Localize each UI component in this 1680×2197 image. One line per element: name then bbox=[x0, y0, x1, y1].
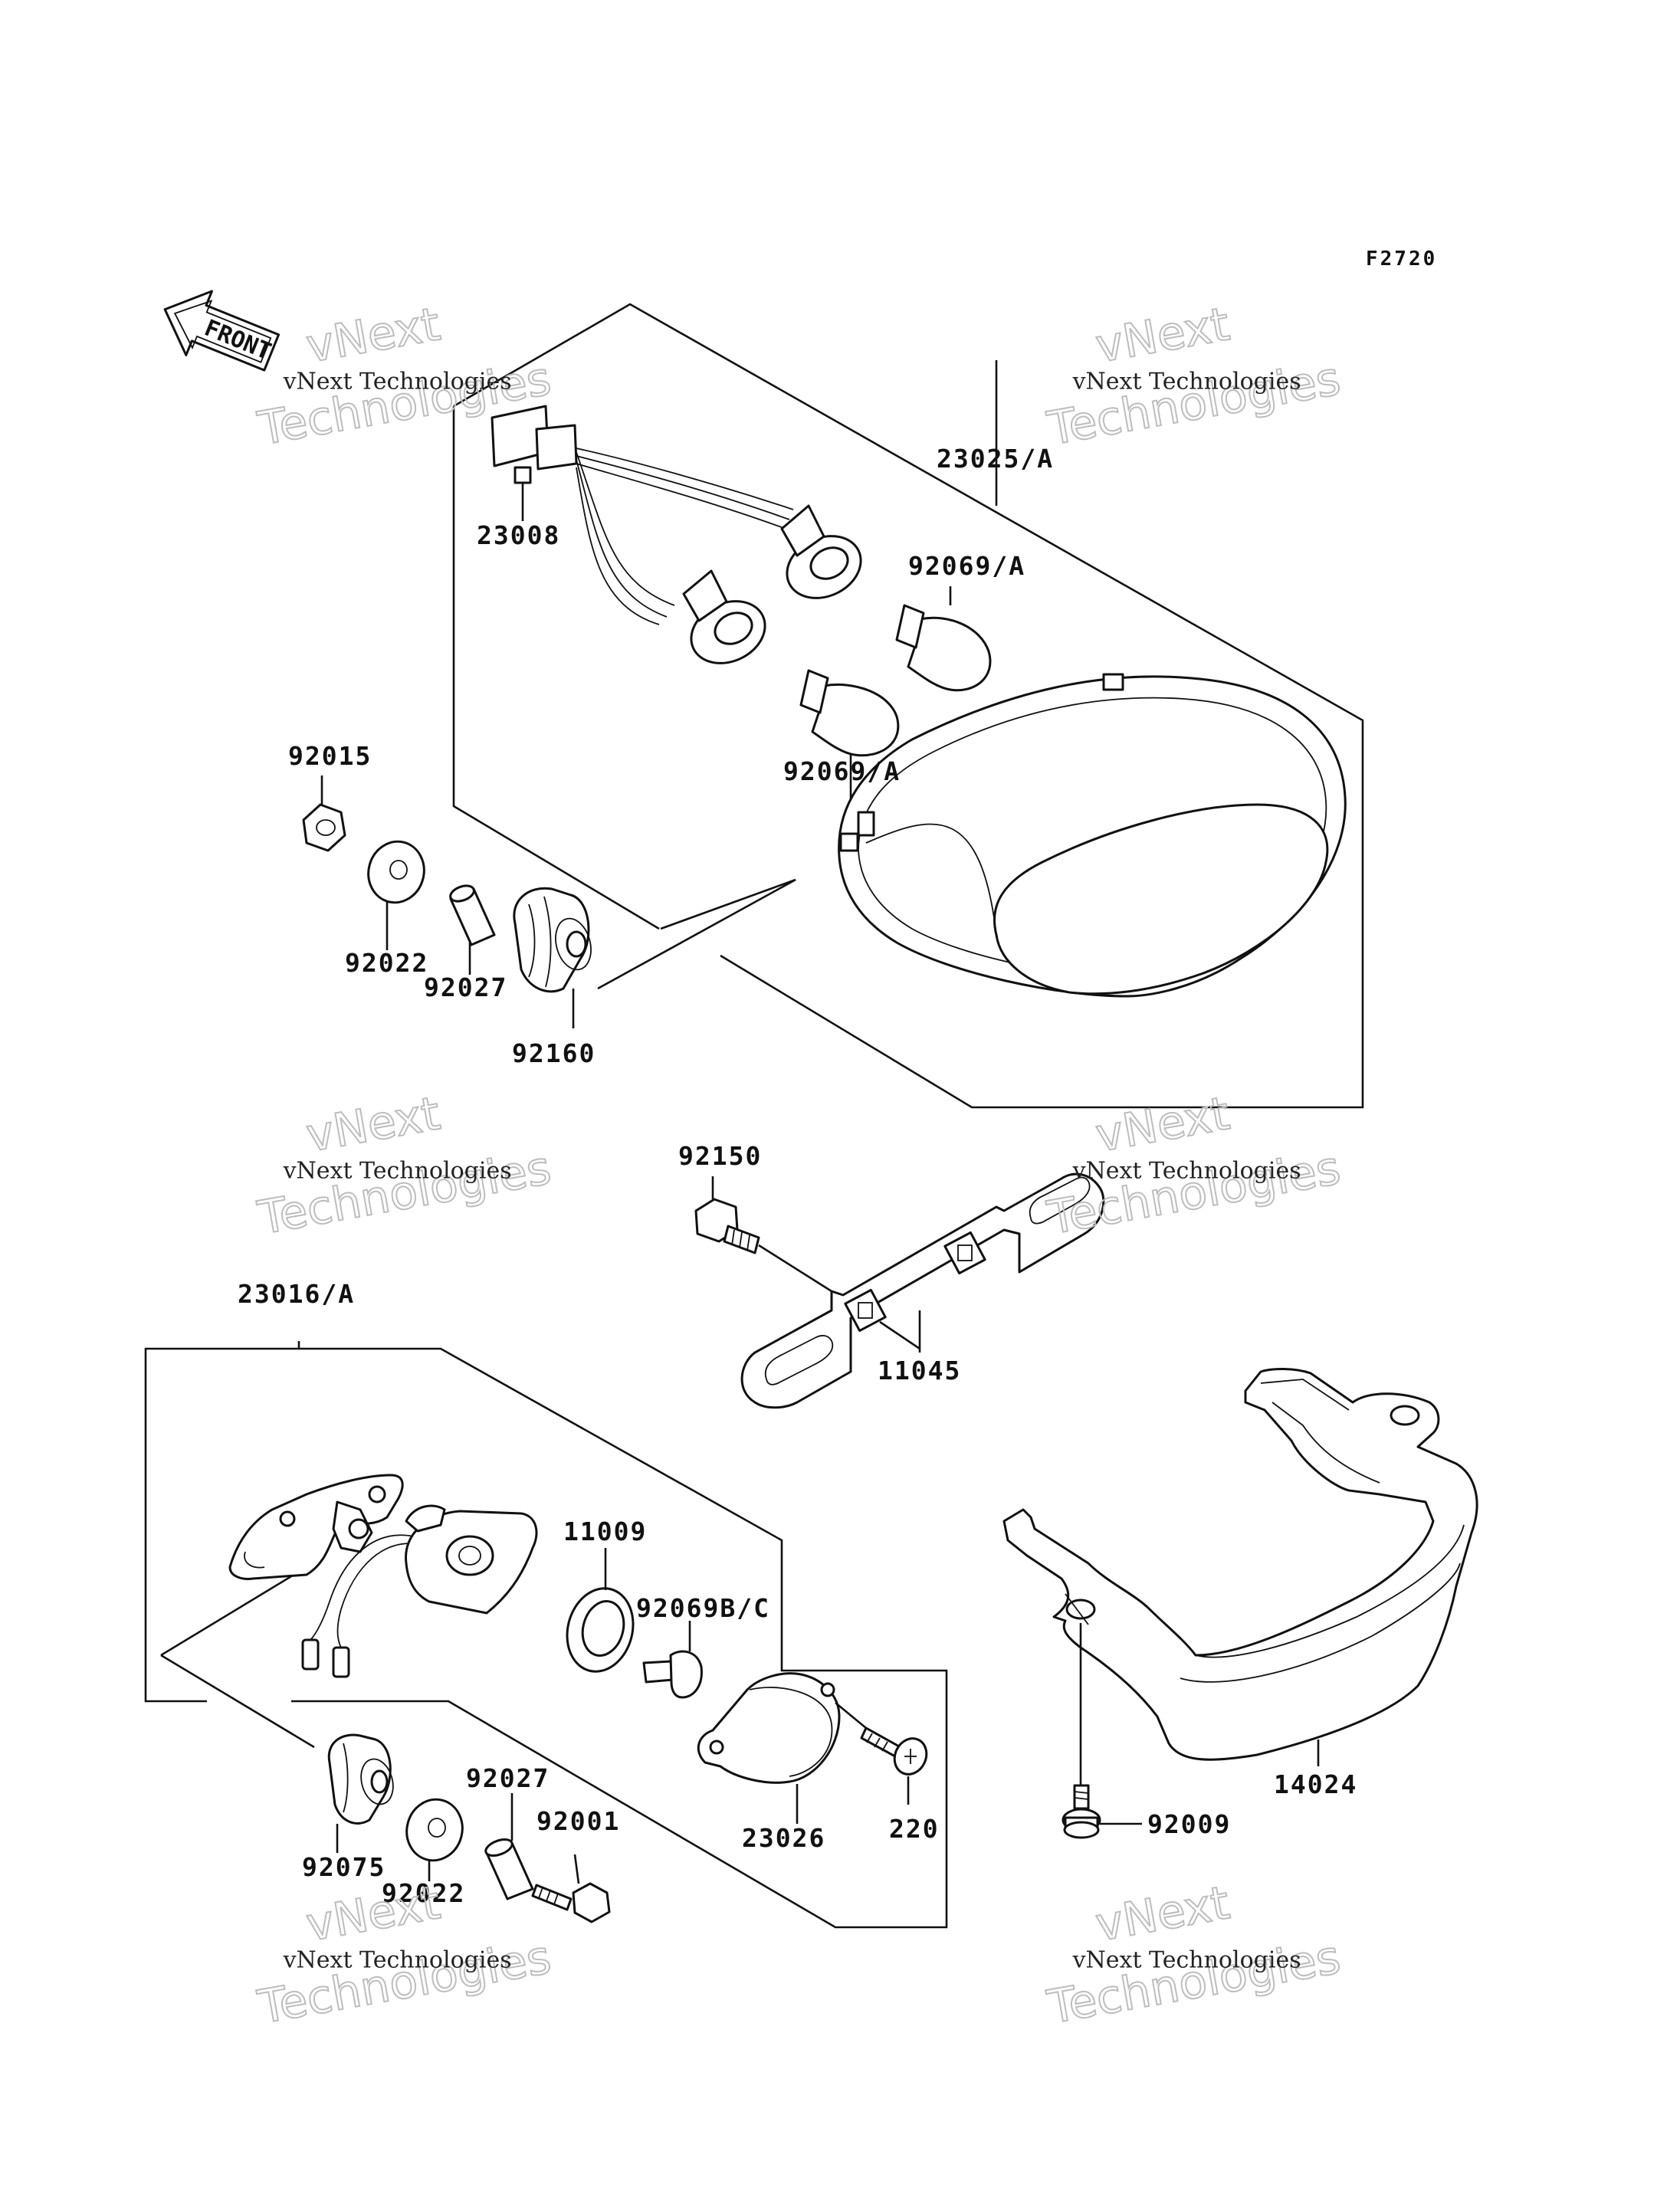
license-lens-23026 bbox=[697, 1672, 841, 1784]
bolt-92150 bbox=[694, 1198, 760, 1254]
bracket-11045 bbox=[740, 1172, 1105, 1409]
license-light-frame bbox=[144, 1341, 948, 1929]
label-14024: 14024 bbox=[1274, 1769, 1357, 1799]
nut-92015 bbox=[302, 803, 346, 852]
label-92009: 92009 bbox=[1147, 1809, 1231, 1839]
washer-92022-upper bbox=[367, 840, 425, 904]
bulb-lower bbox=[799, 669, 900, 757]
svg-text:vNext: vNext bbox=[1092, 297, 1234, 373]
screw-92009 bbox=[1061, 1623, 1101, 1839]
svg-text:vNext: vNext bbox=[303, 1087, 445, 1162]
svg-text:vNext: vNext bbox=[1092, 1876, 1234, 1952]
label-23026: 23026 bbox=[742, 1823, 825, 1853]
label-92069a-lower: 92069/A bbox=[783, 756, 901, 786]
label-92001: 92001 bbox=[536, 1806, 620, 1836]
svg-text:vNext Technologies: vNext Technologies bbox=[283, 368, 512, 395]
svg-text:vNext: vNext bbox=[303, 297, 445, 373]
label-92027-upper: 92027 bbox=[424, 972, 507, 1002]
screw-220 bbox=[860, 1726, 928, 1776]
watermark-bottom-right: vNext Technologies vNext Technologies bbox=[1042, 1875, 1345, 2035]
label-92022-upper: 92022 bbox=[345, 948, 428, 978]
watermark-mid-right: vNext Technologies vNext Technologies bbox=[1042, 1086, 1345, 1246]
label-92069bc: 92069B/C bbox=[636, 1593, 770, 1623]
svg-text:vNext Technologies: vNext Technologies bbox=[1072, 1157, 1301, 1184]
figure-code: F2720 bbox=[1366, 248, 1437, 271]
label-11009: 11009 bbox=[563, 1517, 647, 1546]
label-220: 220 bbox=[889, 1814, 940, 1844]
label-23025a: 23025/A bbox=[937, 444, 1054, 474]
washer-92022-lower bbox=[405, 1798, 464, 1862]
collar-92027-lower bbox=[484, 1838, 534, 1900]
bulb-92069bc bbox=[642, 1650, 703, 1699]
label-23016a: 23016/A bbox=[238, 1279, 355, 1309]
label-92150: 92150 bbox=[678, 1141, 762, 1171]
collar-92027-upper bbox=[449, 884, 496, 946]
svg-text:vNext Technologies: vNext Technologies bbox=[283, 1946, 512, 1973]
front-arrow-icon: FRONT bbox=[163, 290, 281, 372]
svg-text:vNext Technologies: vNext Technologies bbox=[1072, 1946, 1301, 1973]
label-92069a-upper: 92069/A bbox=[908, 551, 1025, 581]
bulb-upper bbox=[895, 604, 992, 692]
svg-text:vNext: vNext bbox=[1092, 1087, 1234, 1162]
taillight-assembly-frame bbox=[452, 303, 1364, 1109]
label-92160: 92160 bbox=[512, 1038, 596, 1068]
label-23008: 23008 bbox=[477, 520, 560, 550]
taillight-lens bbox=[838, 673, 1347, 998]
svg-text:vNext Technologies: vNext Technologies bbox=[1072, 368, 1301, 395]
watermark-mid-left: vNext Technologies vNext Technologies bbox=[253, 1086, 556, 1246]
label-92022-lower: 92022 bbox=[382, 1878, 465, 1908]
light-mount-bracket bbox=[228, 1474, 404, 1580]
bolt-92001 bbox=[531, 1882, 611, 1923]
watermark-top-right: vNext Technologies vNext Technologies bbox=[1042, 297, 1345, 457]
grommet-92160 bbox=[513, 887, 592, 993]
svg-text:vNext: vNext bbox=[303, 1876, 445, 1952]
rear-fender-14024 bbox=[1002, 1367, 1478, 1761]
label-92015: 92015 bbox=[288, 741, 372, 771]
svg-text:vNext Technologies: vNext Technologies bbox=[283, 1157, 512, 1184]
wiring-harness bbox=[491, 405, 862, 664]
gasket-11009 bbox=[566, 1587, 635, 1673]
label-11045: 11045 bbox=[878, 1356, 961, 1385]
grommet-92075 bbox=[327, 1733, 394, 1825]
label-92075: 92075 bbox=[302, 1852, 386, 1882]
label-92027-lower: 92027 bbox=[466, 1763, 550, 1793]
bulb-socket-leads bbox=[301, 1504, 538, 1678]
